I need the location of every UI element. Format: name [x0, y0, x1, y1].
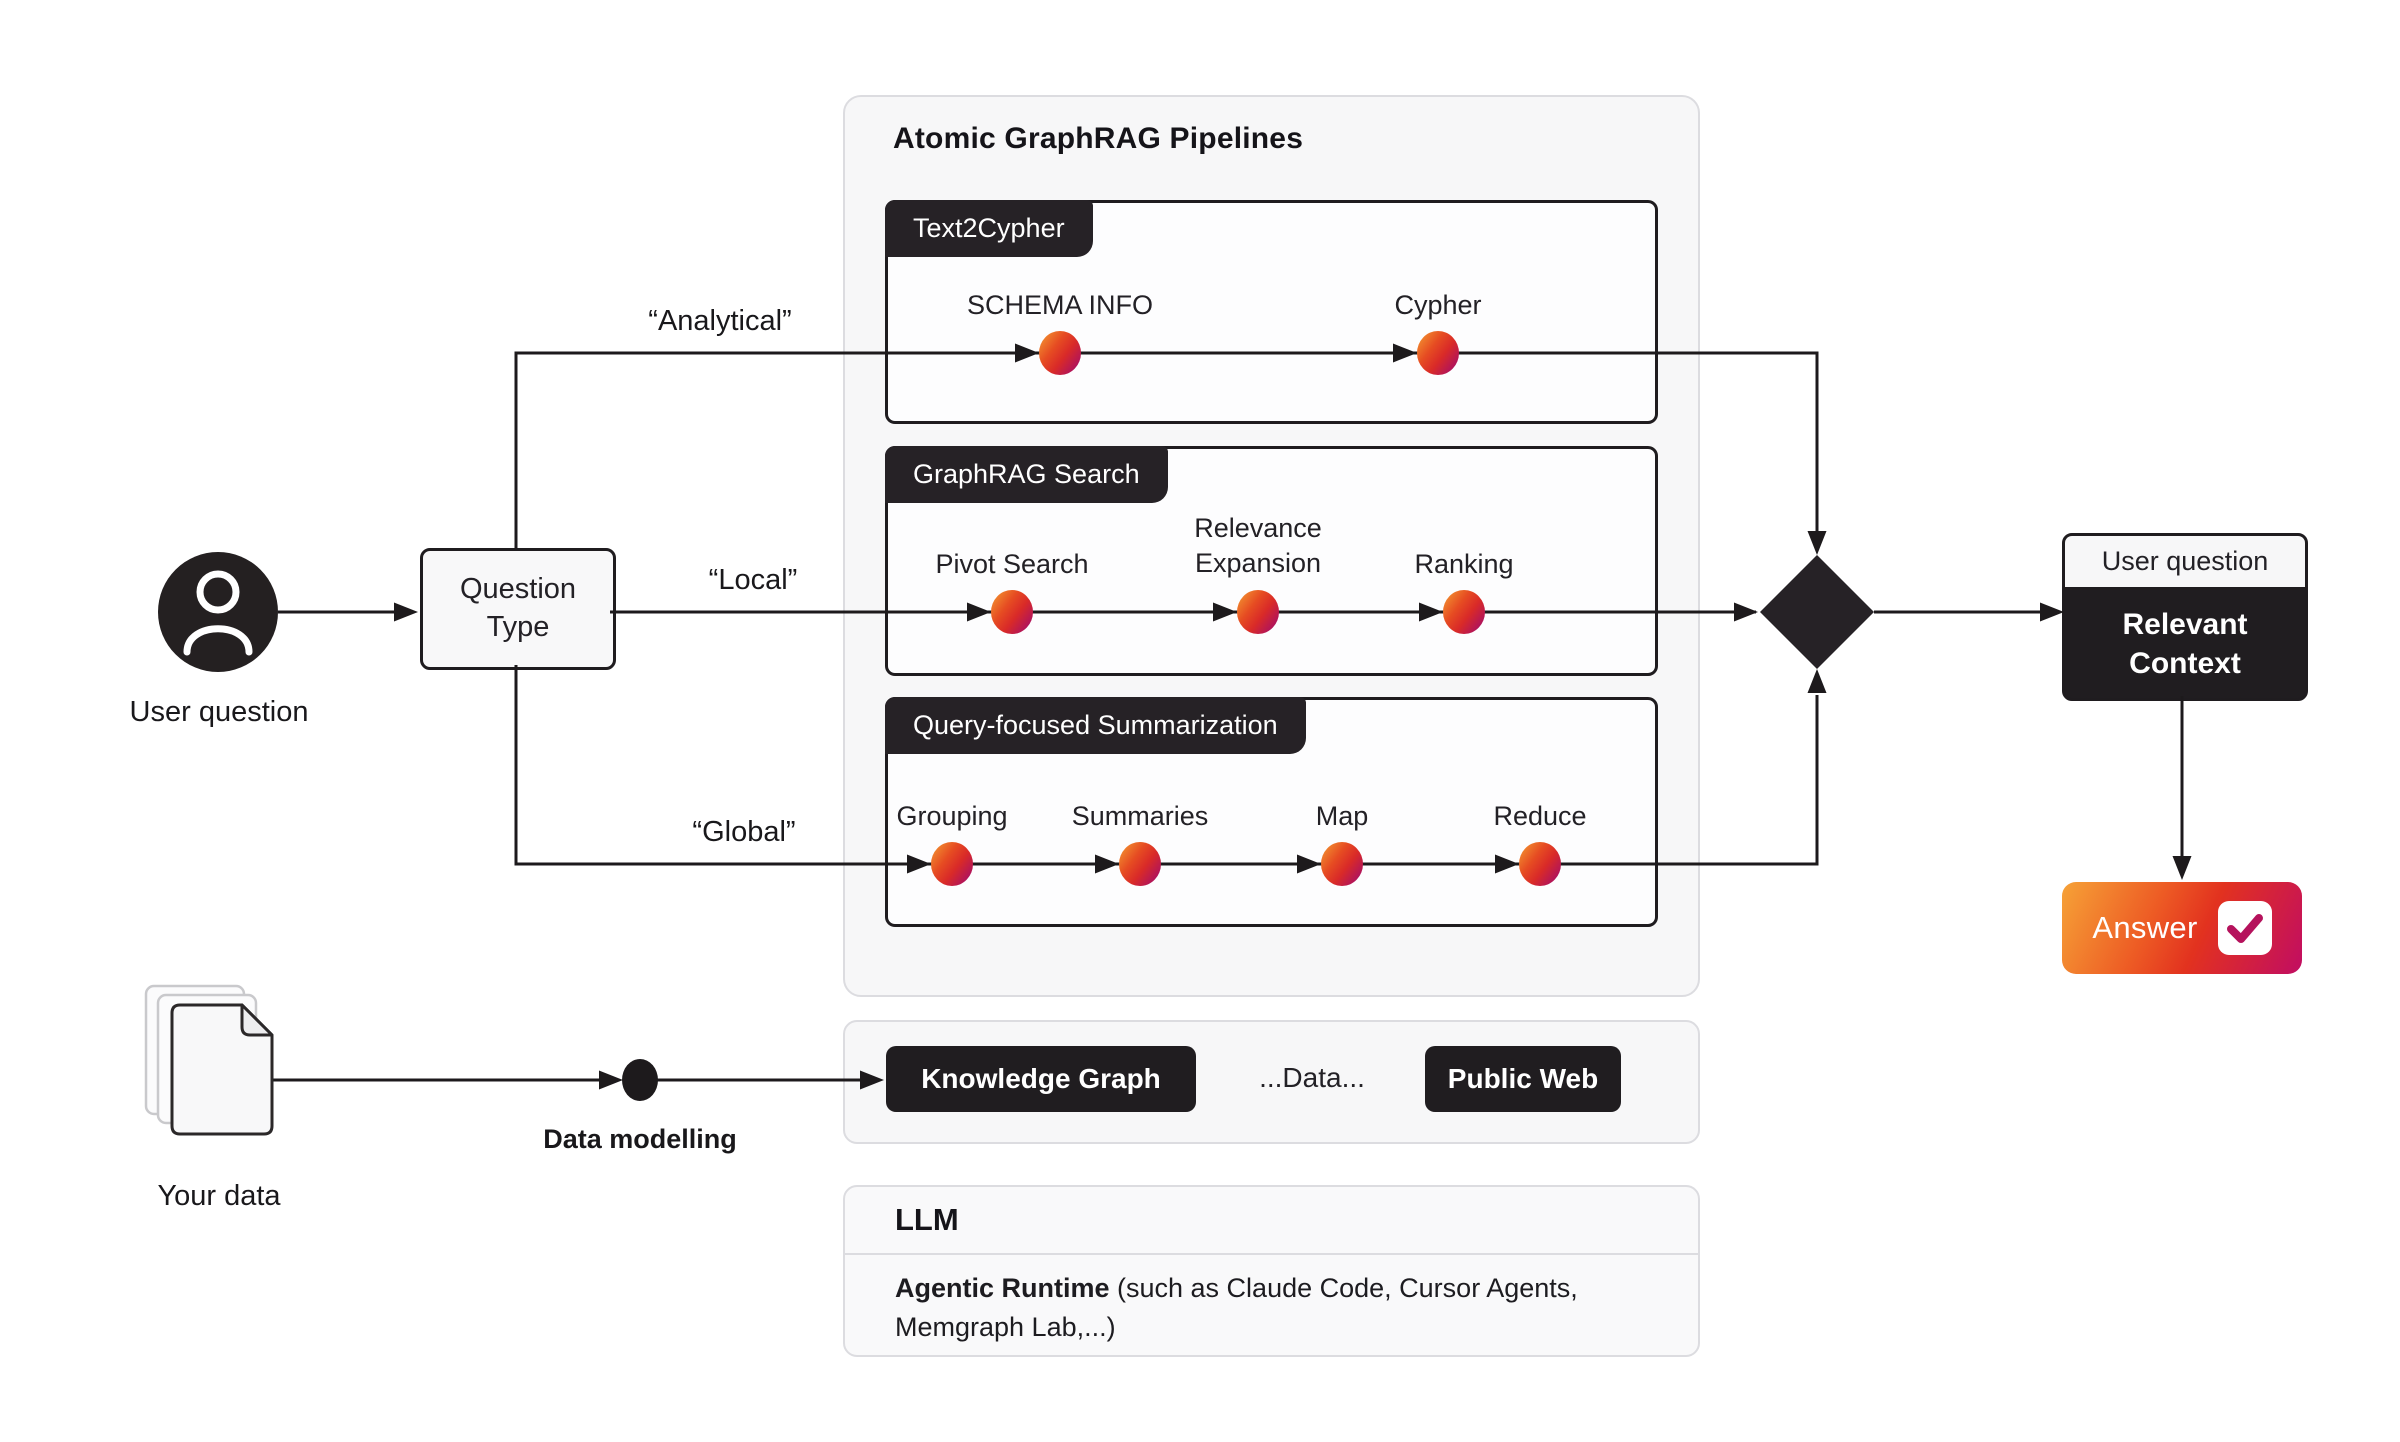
data-modelling-node — [622, 1059, 658, 1101]
relevant-context-box: User question Relevant Context — [2062, 533, 2308, 701]
edge-label-local: “Local” — [708, 564, 798, 596]
step-label-ranking: Ranking — [1414, 549, 1514, 579]
knowledge-graph-pill: Knowledge Graph — [886, 1046, 1196, 1112]
step-label-reduce: Reduce — [1493, 801, 1587, 831]
user-icon — [158, 552, 278, 672]
merge-diamond — [1760, 555, 1874, 669]
answer-label: Answer — [2092, 910, 2198, 945]
answer-button: Answer — [2062, 882, 2302, 974]
step-label-map: Map — [1315, 801, 1369, 831]
documents-icon — [144, 984, 274, 1136]
edge-label-global: “Global” — [692, 816, 796, 848]
question-type-line1: Question — [459, 573, 577, 606]
your-data-caption: Your data — [157, 1180, 281, 1212]
step-label-cypher: Cypher — [1394, 290, 1482, 320]
context-line1: Relevant — [2122, 607, 2248, 641]
edge-label-analytical: “Analytical” — [648, 305, 792, 337]
llm-runtime-title: Agentic Runtime — [895, 1273, 1110, 1303]
llm-runtime-text: Agentic Runtime (such as Claude Code, Cu… — [845, 1255, 1698, 1347]
check-icon — [2217, 901, 2272, 955]
graphrag-search-tab: GraphRAG Search — [885, 446, 1168, 503]
step-label-schema-info: SCHEMA INFO — [966, 290, 1154, 320]
step-label-pivot-search: Pivot Search — [935, 549, 1089, 579]
text2cypher-tab: Text2Cypher — [885, 200, 1093, 257]
query-summarization-tab: Query-focused Summarization — [885, 697, 1306, 754]
step-label-grouping: Grouping — [896, 801, 1008, 831]
pipelines-title: Atomic GraphRAG Pipelines — [893, 122, 1304, 155]
data-modelling-caption: Data modelling — [543, 1124, 737, 1154]
llm-panel: LLM Agentic Runtime (such as Claude Code… — [843, 1185, 1700, 1357]
context-line2: Context — [2129, 646, 2241, 680]
public-web-pill: Public Web — [1425, 1046, 1621, 1112]
user-question-caption: User question — [129, 696, 309, 728]
context-header: User question — [2065, 536, 2305, 589]
context-body: Relevant Context — [2065, 589, 2305, 698]
data-ellipsis-label: ...Data... — [1259, 1062, 1365, 1093]
step-label-summaries: Summaries — [1071, 801, 1209, 831]
question-type-node: Question Type — [420, 548, 616, 670]
step-label-relevance-expansion: Relevance Expansion — [1194, 513, 1322, 578]
llm-runtime-detail: (such as Claude Code, Cursor Agents, Mem… — [895, 1273, 1578, 1343]
llm-title: LLM — [845, 1187, 1698, 1255]
question-type-line2: Type — [486, 611, 550, 643]
